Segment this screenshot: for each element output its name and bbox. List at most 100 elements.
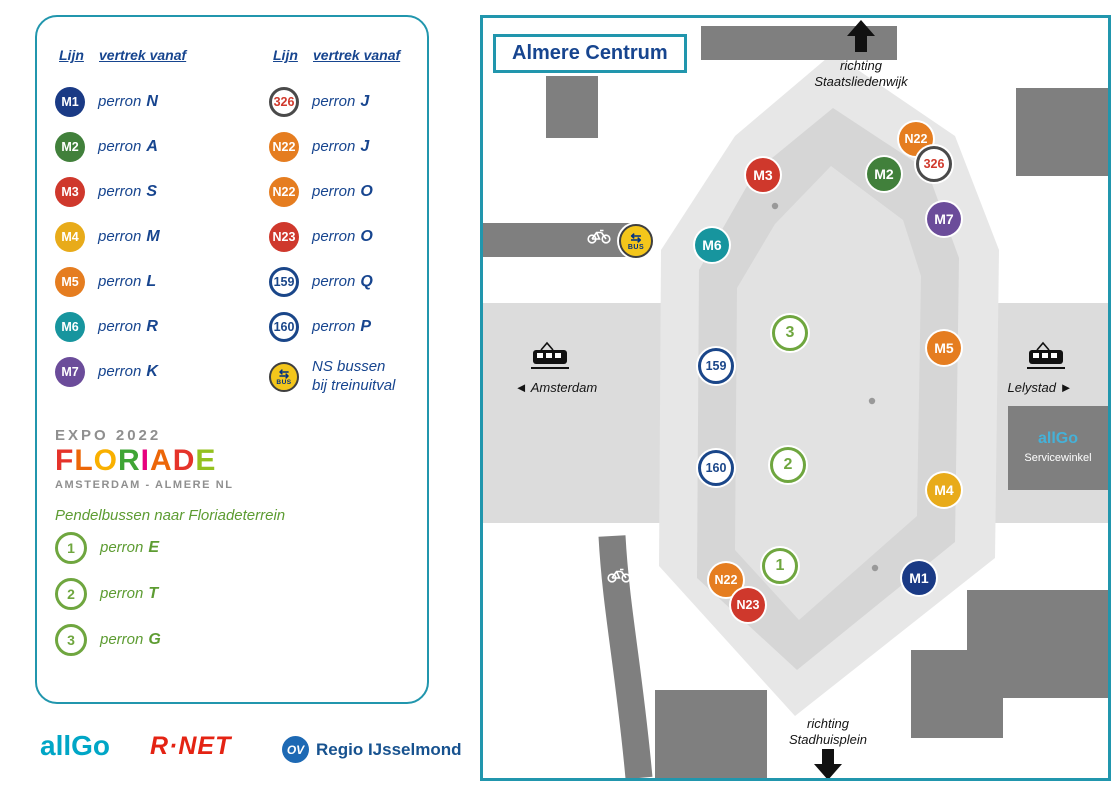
shuttle-badge-2: 2 xyxy=(55,578,87,610)
north-arrow-icon xyxy=(847,20,875,52)
train-icon-east xyxy=(1027,341,1065,369)
line-badge-m2: M2 xyxy=(867,157,901,191)
pendelbussen-label: Pendelbussen naar Floriadeterrein xyxy=(55,507,286,524)
train-icon-west xyxy=(531,341,569,369)
service-building xyxy=(1008,406,1108,490)
header-vertrek-vanaf: vertrek vanaf xyxy=(313,47,401,63)
ov-regio-ijsselmond-logo: OV Regio IJsselmond xyxy=(282,736,461,763)
bike-icon-top xyxy=(587,228,611,249)
shuttle-badge-1: 1 xyxy=(55,532,87,564)
line-badge-m5: M5 xyxy=(927,331,961,365)
map-graphic xyxy=(483,20,1108,778)
shuttle-badge-3: 3 xyxy=(772,315,808,351)
line-badge-m5: M5 xyxy=(55,266,85,297)
shuttle-badge-3: 3 xyxy=(55,624,87,656)
line-badge-m3: M3 xyxy=(55,176,85,207)
allgo-logo: allGo xyxy=(40,730,111,761)
allgo-servicewinkel-sign: allGo Servicewinkel xyxy=(1008,430,1108,464)
rnet-logo: R·NET xyxy=(150,732,232,760)
line-badge-n22: N22 xyxy=(269,176,299,207)
line-badge-n22: N22 xyxy=(709,563,743,597)
ns-bus-icon: ⇆ BUS xyxy=(269,362,299,392)
ns-bus-icon: ⇆BUS xyxy=(619,224,653,258)
shuttle-badge-1: 1 xyxy=(762,548,798,584)
expo-2022-label: EXPO 2022 xyxy=(55,427,162,444)
line-badge-n22: N22 xyxy=(269,131,299,162)
floriade-logo: FLORIADE xyxy=(55,444,217,477)
line-badge-m4: M4 xyxy=(55,221,85,252)
line-badge-m1: M1 xyxy=(55,86,85,117)
line-badge-159: 159 xyxy=(698,348,734,384)
line-badge-n23: N23 xyxy=(731,588,765,622)
header-lijn: Lijn xyxy=(273,47,298,63)
map-title: Almere Centrum xyxy=(493,34,687,73)
legend-header: Lijn vertrek vanaf xyxy=(269,47,400,65)
floriade-section: EXPO 2022 FLORIADE AMSTERDAM - ALMERE NL… xyxy=(55,427,285,662)
legend-row-ns-bus: ⇆ BUS NS bussen bij treinuitval xyxy=(269,349,400,405)
servicewinkel-label: Servicewinkel xyxy=(1024,452,1092,464)
shuttle-badge-2: 2 xyxy=(770,447,806,483)
line-badge-326: 326 xyxy=(916,146,952,182)
line-badge-m2: M2 xyxy=(55,131,85,162)
ov-name: Regio IJsselmond xyxy=(316,739,462,759)
east-arrow-icon: ► xyxy=(1059,380,1073,395)
label-amsterdam: ◄ Amsterdam xyxy=(514,380,598,395)
allgo-brand: allGo xyxy=(1037,430,1078,447)
ns-bus-label: NS bussen bij treinuitval xyxy=(312,358,396,394)
floriade-subtitle: AMSTERDAM - ALMERE NL xyxy=(55,479,234,491)
line-badge-m4: M4 xyxy=(927,473,961,507)
line-badge-m6: M6 xyxy=(55,311,85,342)
line-badge-m7: M7 xyxy=(55,356,85,387)
line-badge-m6: M6 xyxy=(695,228,729,262)
south-arrow-icon xyxy=(814,749,842,778)
line-badge-160: 160 xyxy=(698,450,734,486)
line-badge-m7: M7 xyxy=(927,202,961,236)
line-badge-326: 326 xyxy=(269,86,299,117)
bike-icon-bottom xyxy=(607,567,631,588)
west-arrow-icon: ◄ xyxy=(514,380,528,395)
footer-logos: allGo R·NET OV Regio IJsselmond xyxy=(0,722,470,782)
line-badge-m3: M3 xyxy=(746,158,780,192)
line-badge-159: 159 xyxy=(269,266,299,297)
header-lijn: Lijn xyxy=(59,47,84,63)
label-lelystad: Lelystad ► xyxy=(1007,380,1073,395)
header-vertrek-vanaf: vertrek vanaf xyxy=(99,47,187,63)
bus-station-island xyxy=(659,53,999,716)
map-dots xyxy=(771,202,879,572)
line-badge-160: 160 xyxy=(269,311,299,342)
ov-icon: OV xyxy=(282,736,309,763)
